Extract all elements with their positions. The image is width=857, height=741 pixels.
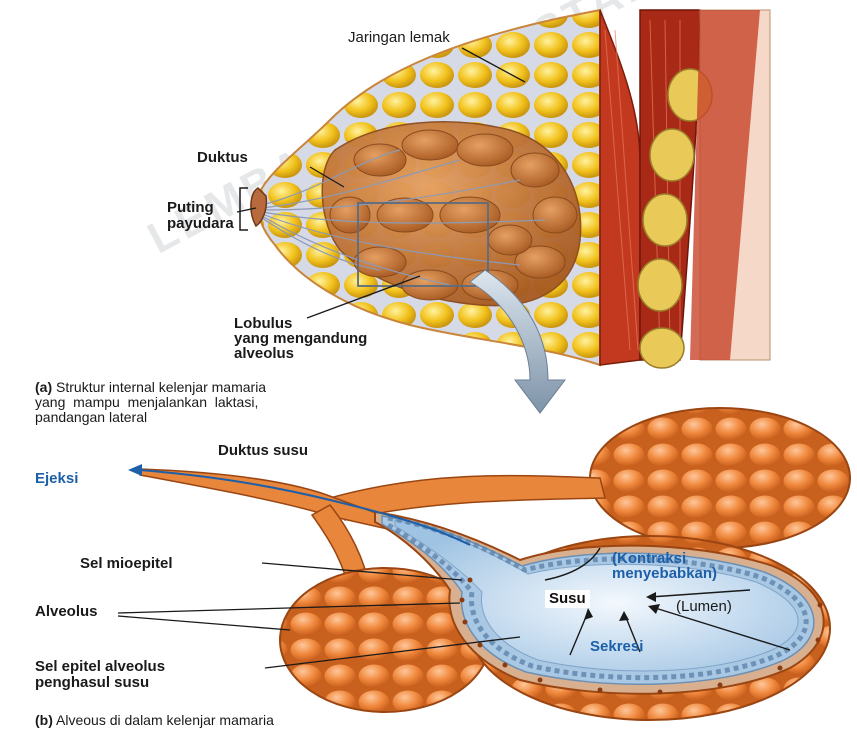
label-secretion: Sekresi	[590, 639, 643, 655]
label-contraction-line2: menyebabkan)	[612, 566, 717, 582]
label-nipple-line1: Puting	[167, 200, 214, 216]
label-milk-duct: Duktus susu	[218, 443, 308, 459]
pectoral-muscle	[600, 10, 640, 365]
caption-a-tag: (a)	[35, 379, 52, 395]
nipple-bracket	[240, 188, 248, 230]
caption-a-line1: Struktur internal kelenjar mamaria	[56, 379, 266, 395]
alveolus-cluster-top	[590, 408, 850, 548]
caption-a-line3: pandangan lateral	[35, 409, 147, 425]
label-epithelial-line2: penghasul susu	[35, 675, 149, 691]
caption-b-text: Alveous di dalam kelenjar mamaria	[56, 712, 274, 728]
label-milk: Susu	[545, 590, 590, 608]
label-myoepithelial: Sel mioepitel	[80, 556, 173, 572]
caption-a-line2: yang mampu menjalankan laktasi,	[35, 394, 258, 410]
label-ejection: Ejeksi	[35, 471, 78, 487]
label-lobule-line3: alveolus	[234, 346, 294, 362]
caption-b: (b) Alveous di dalam kelenjar mamaria	[35, 713, 435, 728]
ejection-arrowhead	[128, 464, 142, 476]
caption-b-tag: (b)	[35, 712, 53, 728]
label-nipple-line2: payudara	[167, 216, 234, 232]
label-alveolus: Alveolus	[35, 604, 98, 620]
label-duct: Duktus	[197, 150, 248, 166]
label-fat-tissue: Jaringan lemak	[348, 30, 450, 46]
label-epithelial-line1: Sel epitel alveolus	[35, 659, 165, 675]
caption-a: (a) Struktur internal kelenjar mamaria y…	[35, 380, 335, 425]
label-lumen: (Lumen)	[676, 599, 732, 615]
